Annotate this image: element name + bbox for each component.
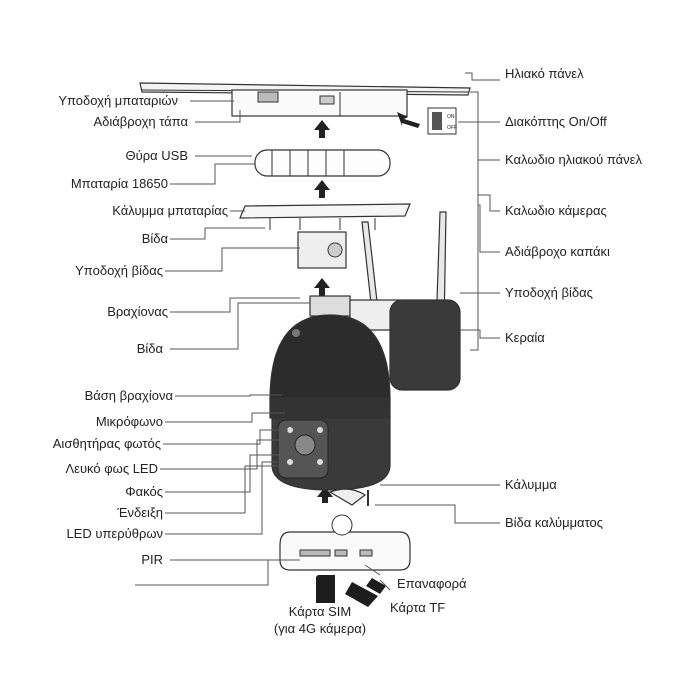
label-cover-screw: Βίδα καλύμματος (505, 515, 604, 530)
camera-dome (269, 314, 391, 419)
label-usb-port: Θύρα USB (125, 148, 188, 163)
camera-head (271, 417, 391, 491)
label-screw-1: Βίδα (141, 231, 168, 246)
label-bracket-base: Βάση βραχίονα (84, 388, 173, 403)
label-tf-card: Κάρτα TF (390, 600, 446, 615)
label-onoff-switch: Διακόπτης On/Off (505, 114, 607, 129)
label-sim-card-note: (για 4G κάμερα) (273, 621, 367, 636)
label-light-sensor: Αισθητήρας φωτός (52, 436, 161, 451)
label-battery-18650: Μπαταρία 18650 (70, 176, 168, 191)
label-bracket: Βραχίονας (107, 304, 168, 319)
leaders-right (364, 72, 500, 591)
label-antenna: Κεραία (505, 330, 545, 345)
rear-housing (389, 299, 461, 391)
label-waterproof-cap: Αδιάβροχη τάπα (93, 114, 189, 129)
bracket-upper (297, 231, 347, 269)
label-battery-holder: Υποδοχή μπαταριών (58, 93, 178, 108)
label-screw-socket-2: Υποδοχή βίδας (505, 285, 593, 300)
bottom-module (279, 514, 411, 571)
label-solar-panel: Ηλιακό πάνελ (505, 66, 584, 81)
onoff-switch: ON OFF (427, 107, 457, 135)
batteries-18650 (254, 149, 391, 177)
battery-holder (231, 89, 408, 117)
tf-card (345, 578, 386, 607)
label-reset: Επαναφορά (397, 576, 467, 591)
leaders-left (135, 100, 310, 586)
label-waterproof-lid: Αδιάβροχο καπάκι (505, 244, 610, 259)
battery-cover-plate (239, 203, 411, 230)
label-camera-cable: Καλωδιο κάμερας (505, 203, 607, 218)
label-battery-cover: Κάλυμμα μπαταρίας (112, 203, 228, 218)
label-white-led: Λευκό φως LED (65, 461, 158, 476)
assembly-arrows (314, 112, 420, 503)
sim-card (316, 575, 335, 603)
label-screw-2: Βίδα (136, 341, 163, 356)
switch-off-text: OFF (447, 125, 457, 131)
label-screw-socket-1: Υποδοχή βίδας (75, 263, 163, 278)
label-cover: Κάλυμμα (505, 477, 557, 492)
label-microphone: Μικρόφωνο (95, 414, 163, 429)
label-lens: Φακός (125, 484, 163, 499)
label-indicator: Ένδειξη (117, 505, 163, 520)
label-sim-card: Κάρτα SIM (288, 604, 352, 619)
label-solar-cable: Καλωδιο ηλιακού πάνελ (505, 152, 642, 167)
switch-on-text: ON (447, 114, 455, 120)
cover-part (328, 488, 369, 506)
label-ir-led: LED υπερύθρων (66, 526, 163, 541)
label-pir: PIR (141, 552, 163, 567)
